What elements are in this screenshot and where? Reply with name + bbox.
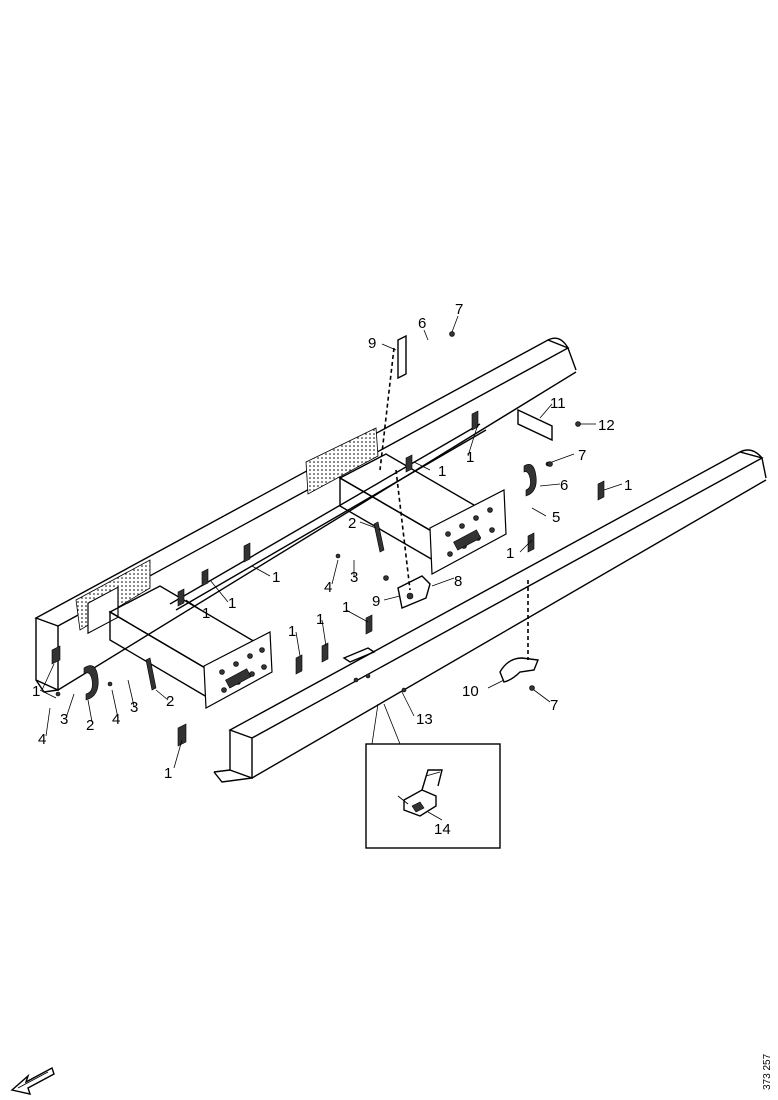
callout-6-mid: 6: [560, 477, 568, 494]
reference-code: 373 257: [762, 1053, 773, 1090]
callout-4-left: 4: [112, 711, 120, 728]
callout-3-left-b: 3: [130, 699, 138, 716]
rear-plate-holes: [219, 647, 267, 693]
detail-inset: [365, 743, 501, 849]
callout-11: 11: [550, 395, 566, 412]
callout-12: 12: [598, 417, 615, 434]
right-frame-rail: [213, 449, 767, 783]
callout-3-left-a: 3: [60, 711, 68, 728]
callout-1-a: 1: [438, 463, 446, 480]
callout-1-f: 1: [228, 595, 236, 612]
fasteners: [353, 331, 581, 693]
callout-1-i: 1: [288, 623, 296, 640]
callout-2-left: 2: [86, 717, 94, 734]
callout-1-k: 1: [32, 683, 40, 700]
rear-crossmember: [75, 559, 273, 709]
callout-1-e: 1: [506, 545, 514, 562]
callout-13: 13: [416, 711, 433, 728]
callout-7-mid: 7: [578, 447, 586, 464]
assembly-lines: [379, 347, 529, 660]
direction-arrow-icon: [10, 1066, 55, 1095]
leader-lines: [41, 315, 623, 769]
clip-brackets: [51, 410, 605, 747]
callout-1-b: 1: [466, 449, 474, 466]
callout-1-bot: 1: [164, 765, 172, 782]
callout-1-h: 1: [342, 599, 350, 616]
callout-labels: 9 6 7 11 12 1 1 7 6 1 5 2 1 4 3 1 8 9 1 …: [32, 301, 632, 838]
callout-1-g: 1: [202, 605, 210, 622]
callout-8: 8: [454, 573, 462, 590]
link-rod: [169, 423, 487, 611]
callout-3-mid: 3: [350, 569, 358, 586]
callout-9-mid: 9: [372, 593, 380, 610]
callout-2-mid: 2: [348, 515, 356, 532]
callout-1-c: 1: [624, 477, 632, 494]
callout-4-far: 4: [38, 731, 46, 748]
callout-1-d: 1: [272, 569, 280, 586]
callout-2-right: 2: [166, 693, 174, 710]
callout-9-top: 9: [368, 335, 376, 352]
small-brackets: [342, 334, 553, 683]
callout-14: 14: [434, 821, 451, 838]
callout-4-mid: 4: [324, 579, 332, 596]
callout-6-top: 6: [418, 315, 426, 332]
callout-7-top: 7: [455, 301, 463, 318]
callout-7-bot: 7: [550, 697, 558, 714]
callout-5: 5: [552, 509, 560, 526]
callout-1-j: 1: [316, 611, 324, 628]
callout-10: 10: [462, 683, 479, 700]
front-crossmember: [305, 427, 507, 575]
left-frame-rail: [34, 337, 577, 699]
